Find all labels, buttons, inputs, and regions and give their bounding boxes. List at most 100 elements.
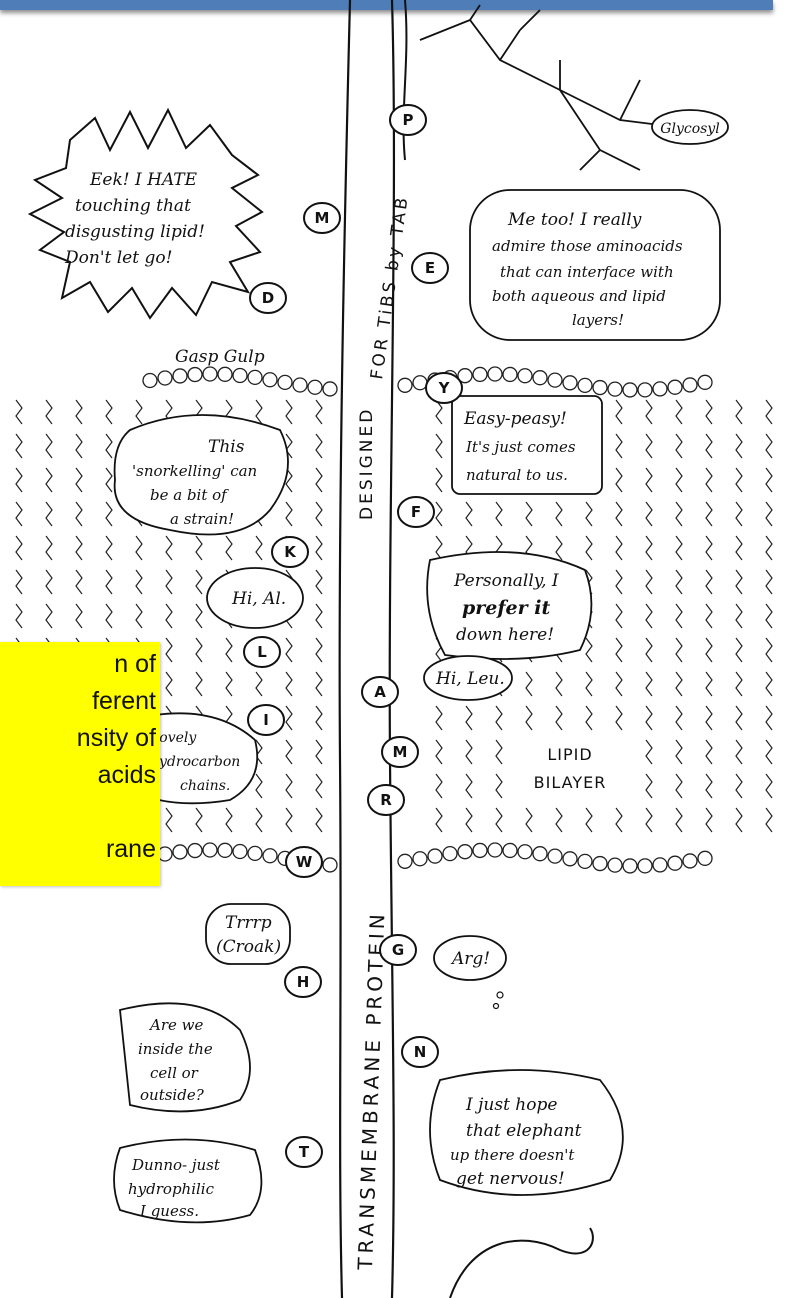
lipid-head-bead bbox=[623, 859, 637, 873]
lipid-head-bead bbox=[683, 854, 697, 868]
lipid-head-bead bbox=[503, 843, 517, 857]
lipid-tail-mark bbox=[316, 536, 322, 560]
lipid-tail-mark bbox=[706, 774, 712, 798]
lipid-tail-mark bbox=[676, 536, 682, 560]
svg-text:Don't let go!: Don't let go! bbox=[64, 248, 172, 268]
lipid-tail-mark bbox=[676, 706, 682, 730]
lipid-tail-mark bbox=[646, 740, 652, 764]
lipid-tail-mark bbox=[646, 638, 652, 662]
lipid-tail-mark bbox=[436, 434, 442, 458]
lipid-tail-mark bbox=[316, 570, 322, 594]
trrrp-text-2: (Croak) bbox=[216, 937, 281, 957]
svg-text:Eek! I HATE: Eek! I HATE bbox=[89, 170, 198, 190]
lipid-tail-mark bbox=[76, 536, 82, 560]
note-text: n of ferent nsity of acids rane bbox=[0, 646, 156, 868]
svg-text:chains.: chains. bbox=[180, 778, 230, 794]
lipid-tail-mark bbox=[646, 570, 652, 594]
lipid-tail-mark bbox=[256, 774, 262, 798]
hi-leu-text: Hi, Leu. bbox=[435, 669, 505, 689]
lipid-tail-mark bbox=[646, 808, 652, 832]
lipid-tail-mark bbox=[766, 502, 772, 526]
lipid-head-bead bbox=[698, 375, 712, 389]
lipid-tail-mark bbox=[16, 434, 22, 458]
lipid-tail-mark bbox=[586, 502, 592, 526]
svg-text:be a bit of: be a bit of bbox=[150, 486, 229, 504]
lipid-tail-mark bbox=[766, 536, 772, 560]
lipid-head-bead bbox=[608, 858, 622, 872]
amino-acid-letter: T bbox=[299, 1143, 310, 1161]
lipid-head-bead bbox=[578, 854, 592, 868]
lipid-tail-mark bbox=[646, 604, 652, 628]
yellow-note-box: n of ferent nsity of acids rane bbox=[0, 642, 160, 886]
svg-text:that elephant: that elephant bbox=[466, 1121, 582, 1141]
lipid-tail-mark bbox=[526, 502, 532, 526]
svg-text:down here!: down here! bbox=[456, 625, 554, 645]
lipid-tail-mark bbox=[76, 468, 82, 492]
lipid-tail-mark bbox=[166, 570, 172, 594]
lipid-tail-mark bbox=[736, 740, 742, 764]
svg-text:hydrocarbon: hydrocarbon bbox=[150, 754, 240, 770]
svg-text:admire those aminoacids: admire those aminoacids bbox=[492, 237, 683, 255]
svg-text:disgusting lipid!: disgusting lipid! bbox=[65, 222, 205, 242]
elephant-trunk bbox=[450, 1228, 593, 1298]
svg-text:cell or: cell or bbox=[150, 1064, 199, 1082]
lipid-tail-mark bbox=[616, 604, 622, 628]
lipid-head-bead bbox=[233, 844, 247, 858]
lipid-tail-mark bbox=[736, 502, 742, 526]
lipid-head-bead bbox=[548, 849, 562, 863]
amino-acid-creature: M bbox=[304, 203, 340, 233]
lipid-head-bead bbox=[488, 843, 502, 857]
lipid-tail-mark bbox=[436, 774, 442, 798]
lipid-tail-mark bbox=[286, 502, 292, 526]
amino-acid-letter: N bbox=[414, 1043, 427, 1061]
lipid-tail-mark bbox=[616, 808, 622, 832]
lipid-tail-mark bbox=[706, 706, 712, 730]
lipid-tail-mark bbox=[16, 502, 22, 526]
amino-acid-creature: Y bbox=[426, 373, 462, 403]
lipid-tail-mark bbox=[766, 570, 772, 594]
amino-acid-creature: W bbox=[286, 847, 322, 877]
lipid-tail-mark bbox=[316, 740, 322, 764]
lipid-tail-mark bbox=[46, 400, 52, 424]
lipid-tail-mark bbox=[436, 706, 442, 730]
lipid-tail-mark bbox=[46, 604, 52, 628]
lipid-tail-mark bbox=[46, 502, 52, 526]
lipid-head-bead bbox=[683, 378, 697, 392]
amino-acid-creature: F bbox=[398, 497, 434, 527]
lipid-head-bead bbox=[638, 383, 652, 397]
lipid-tail-mark bbox=[736, 536, 742, 560]
lipid-tail-mark bbox=[136, 570, 142, 594]
lipid-tail-mark bbox=[526, 808, 532, 832]
svg-text:'snorkelling' can: 'snorkelling' can bbox=[132, 462, 257, 480]
lipid-tail-mark bbox=[766, 808, 772, 832]
lipid-tail-mark bbox=[106, 604, 112, 628]
lipid-tail-mark bbox=[226, 536, 232, 560]
lipid-tail-mark bbox=[766, 638, 772, 662]
lipid-head-bead bbox=[158, 847, 172, 861]
lipid-tail-mark bbox=[106, 468, 112, 492]
amino-acid-letter: L bbox=[257, 643, 267, 661]
lipid-head-bead bbox=[593, 381, 607, 395]
lipid-tail-mark bbox=[76, 502, 82, 526]
lipid-head-bead bbox=[263, 373, 277, 387]
lipid-tail-mark bbox=[286, 706, 292, 730]
amino-acid-creature: D bbox=[250, 283, 286, 313]
lipid-head-bead bbox=[188, 844, 202, 858]
lipid-tail-mark bbox=[106, 400, 112, 424]
svg-text:natural to us.: natural to us. bbox=[466, 466, 568, 484]
lipid-head-bead bbox=[413, 376, 427, 390]
lipid-tail-mark bbox=[586, 706, 592, 730]
lipid-tail-mark bbox=[526, 706, 532, 730]
lipid-tail-mark bbox=[136, 604, 142, 628]
amino-acid-creature: M bbox=[382, 737, 418, 767]
lipid-tail-mark bbox=[676, 502, 682, 526]
lipid-tail-mark bbox=[46, 434, 52, 458]
lipid-tail-mark bbox=[436, 468, 442, 492]
lipid-head-bead bbox=[398, 378, 412, 392]
lipid-head-bead bbox=[608, 382, 622, 396]
amino-acid-letter: W bbox=[296, 853, 313, 871]
amino-acid-letter: A bbox=[374, 683, 386, 701]
lipid-tail-mark bbox=[196, 536, 202, 560]
amino-acid-letter: P bbox=[403, 111, 414, 129]
lipid-tail-mark bbox=[736, 400, 742, 424]
